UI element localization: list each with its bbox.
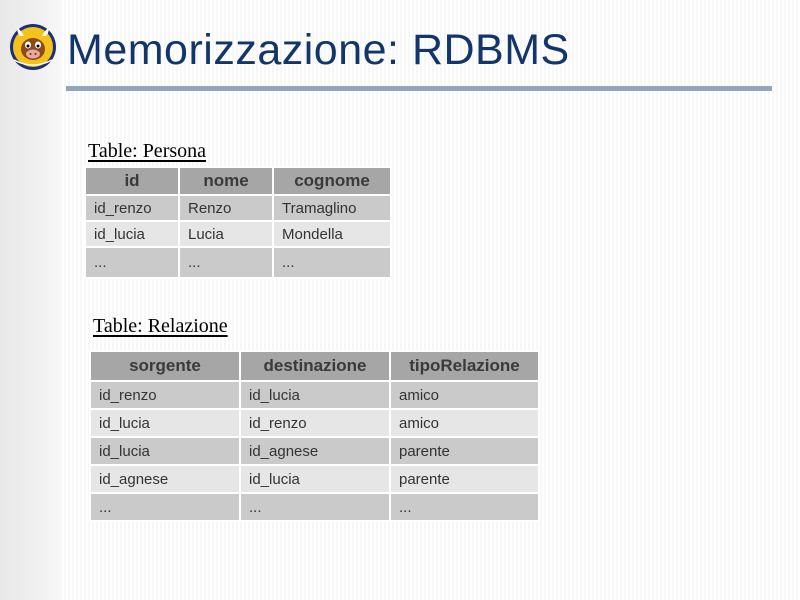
table-cell: id_renzo [89,380,241,410]
table-row: id_lucia id_renzo amico [89,408,540,438]
title-underline-rule [66,86,772,91]
slide-title: Memorizzazione: RDBMS [67,26,570,74]
table-row: id_agnese id_lucia parente [89,464,540,494]
relazione-table-caption: Table: Relazione [93,315,228,337]
table-row: id_lucia Lucia Mondella [84,220,392,248]
table-cell: id_agnese [239,436,391,466]
table-row: ... ... ... [89,492,540,522]
table-cell: Tramaglino [272,194,392,222]
column-header-tiporelazione: tipoRelazione [389,350,540,382]
table-cell: parente [389,436,540,466]
persona-table-caption: Table: Persona [88,140,207,162]
column-header-cognome: cognome [272,166,392,196]
column-header-id: id [84,166,180,196]
table-cell: Mondella [272,220,392,248]
table-cell: id_lucia [239,464,391,494]
table-cell: id_lucia [84,220,180,248]
table-cell: amico [389,408,540,438]
cartoon-cow-logo-icon [10,24,56,70]
table-cell: id_lucia [239,380,391,410]
table-cell: id_agnese [89,464,241,494]
persona-table: id nome cognome id_renzo Renzo Tramaglin… [84,166,392,279]
table-cell: ... [272,246,392,279]
column-header-sorgente: sorgente [89,350,241,382]
table-header-row: id nome cognome [84,166,392,196]
table-cell: ... [89,492,241,522]
table-cell: parente [389,464,540,494]
table-cell: ... [178,246,274,279]
table-cell: Lucia [178,220,274,248]
table-cell: id_lucia [89,408,241,438]
table-header-row: sorgente destinazione tipoRelazione [89,350,540,382]
column-header-destinazione: destinazione [239,350,391,382]
table-cell: ... [239,492,391,522]
table-row: ... ... ... [84,246,392,279]
table-cell: id_renzo [239,408,391,438]
table-cell: id_lucia [89,436,241,466]
table-row: id_renzo id_lucia amico [89,380,540,410]
table-row: id_renzo Renzo Tramaglino [84,194,392,222]
left-decorative-band [0,0,62,600]
table-row: id_lucia id_agnese parente [89,436,540,466]
table-cell: ... [84,246,180,279]
table-cell: Renzo [178,194,274,222]
relazione-table: sorgente destinazione tipoRelazione id_r… [89,350,540,522]
table-cell: amico [389,380,540,410]
table-cell: id_renzo [84,194,180,222]
column-header-nome: nome [178,166,274,196]
table-cell: ... [389,492,540,522]
